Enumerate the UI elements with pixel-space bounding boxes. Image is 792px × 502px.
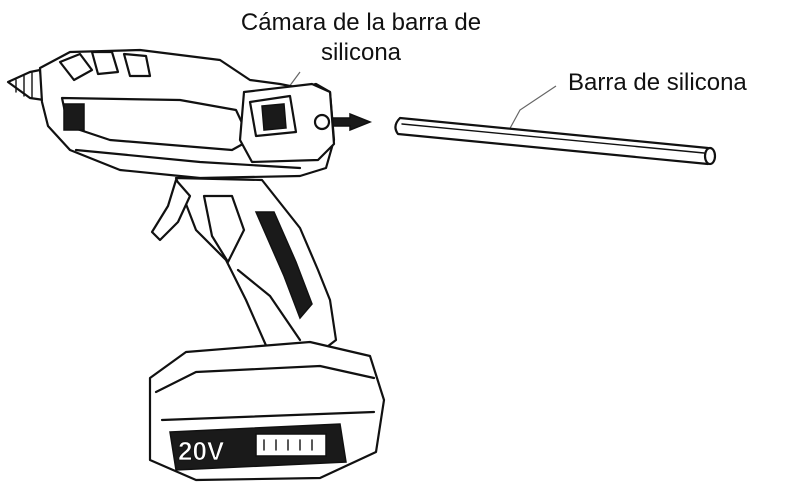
battery-voltage-text: 20V (178, 436, 225, 466)
chamber-label-line2: silicona (320, 39, 402, 66)
stick-label: Barra de silicona (568, 69, 747, 96)
stick-leader-line (507, 85, 557, 133)
side-logo-mark (63, 103, 85, 131)
glue-stick-illustration (394, 116, 717, 166)
chamber-label-line1: Cámara de la barra de (240, 9, 482, 36)
insert-arrow-icon (327, 112, 373, 132)
battery-gauge (255, 433, 327, 457)
glue-gun-illustration: 20V (6, 48, 386, 482)
chamber-label: Cámara de la barra de silicona (196, 8, 526, 68)
handle-grip-inlay (254, 211, 313, 320)
trigger (150, 178, 192, 242)
chamber-opening (261, 103, 287, 131)
